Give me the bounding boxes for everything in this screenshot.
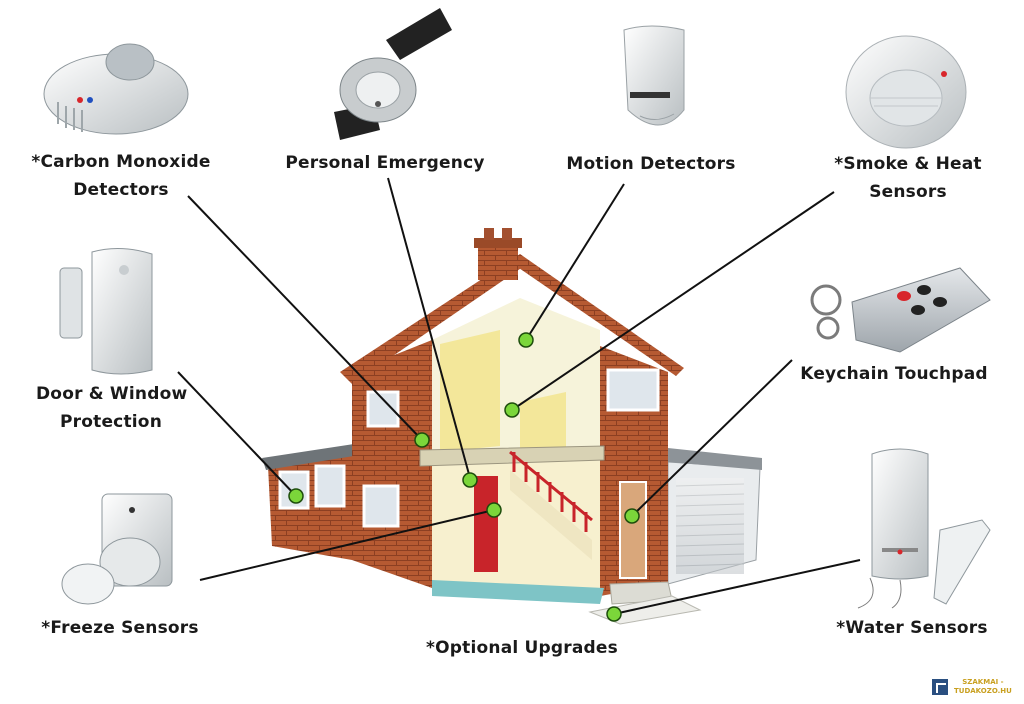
label-keychain-line1: Keychain Touchpad	[800, 364, 988, 384]
garage	[667, 448, 762, 585]
label-water: *Water Sensors	[830, 614, 994, 642]
label-freeze-line1: *Freeze Sensors	[41, 618, 199, 638]
leader-water	[613, 559, 861, 615]
label-keychain: Keychain Touchpad	[794, 360, 994, 388]
leader-door-window	[177, 371, 297, 497]
house-cutaway	[262, 228, 762, 625]
label-door-window: Door & Window Protection	[36, 380, 188, 436]
watermark-line1: SZAKMAI -	[962, 678, 1004, 686]
sensor-dot-water	[606, 606, 622, 622]
freeze-sensor-icon	[61, 493, 173, 605]
label-motion-detectors: Motion Detectors	[564, 150, 738, 178]
front-door	[619, 481, 647, 579]
label-optional-upgrades: *Optional Upgrades	[420, 634, 624, 662]
ground-floor	[432, 580, 604, 604]
label-water-line1: *Water Sensors	[836, 618, 988, 638]
sensor-dot-freeze	[486, 502, 502, 518]
keychain-touchpad-icon	[810, 267, 991, 353]
personal-emergency-pendant-icon	[334, 8, 452, 140]
sensor-dot-door-window	[288, 488, 304, 504]
roof-right-edge	[516, 254, 684, 376]
label-personal-emergency: Personal Emergency	[280, 149, 490, 177]
window-upper-left	[366, 390, 400, 428]
red-door	[474, 476, 498, 572]
watermark-logo-icon	[932, 679, 948, 695]
leader-carbon-monoxide	[187, 195, 423, 441]
label-freeze: *Freeze Sensors	[30, 614, 210, 642]
motion-detector-icon	[623, 25, 685, 126]
watermark-text: SZAKMAI - TUDAKOZO.HU	[954, 678, 1012, 696]
window-upper-right	[606, 368, 660, 412]
window-lower-left	[362, 484, 400, 528]
chimney	[474, 228, 522, 280]
interior-yellow-wall	[440, 330, 500, 452]
roof-left-edge	[340, 254, 530, 384]
label-smoke-heat-line1: *Smoke & Heat	[834, 154, 982, 174]
label-smoke-heat: *Smoke & Heat Sensors	[826, 150, 990, 206]
door-window-contact-icon	[59, 248, 153, 375]
label-optional-upgrades-line1: *Optional Upgrades	[426, 638, 618, 658]
label-carbon-monoxide: *Carbon Monoxide Detectors	[26, 148, 216, 204]
carbon-monoxide-detector-icon	[43, 43, 189, 135]
sensor-dot-motion	[518, 332, 534, 348]
sensor-dot-carbon-monoxide	[414, 432, 430, 448]
label-carbon-monoxide-line2: Detectors	[73, 180, 169, 200]
sensor-dot-keychain	[624, 508, 640, 524]
watermark: SZAKMAI - TUDAKOZO.HU	[930, 676, 1024, 700]
sensor-dot-smoke	[504, 402, 520, 418]
label-motion-detectors-line1: Motion Detectors	[566, 154, 736, 174]
leader-smoke-heat	[511, 191, 835, 411]
leader-personal-emergency	[387, 177, 471, 479]
water-sensor-icon	[857, 448, 991, 609]
label-smoke-heat-line2: Sensors	[869, 182, 947, 202]
label-door-window-line1: Door & Window	[36, 384, 188, 404]
label-carbon-monoxide-line1: *Carbon Monoxide	[31, 152, 211, 172]
label-personal-emergency-line1: Personal Emergency	[285, 153, 485, 173]
label-door-window-line2: Protection	[60, 412, 162, 432]
leader-freeze	[199, 509, 495, 581]
smoke-heat-sensor-icon	[845, 35, 967, 149]
watermark-line2: TUDAKOZO.HU	[954, 687, 1012, 695]
leader-keychain	[631, 359, 793, 517]
leader-motion-detectors	[525, 183, 625, 341]
staircase	[509, 450, 593, 560]
sensor-dot-personal-emergency	[462, 472, 478, 488]
extension-left	[262, 444, 354, 560]
